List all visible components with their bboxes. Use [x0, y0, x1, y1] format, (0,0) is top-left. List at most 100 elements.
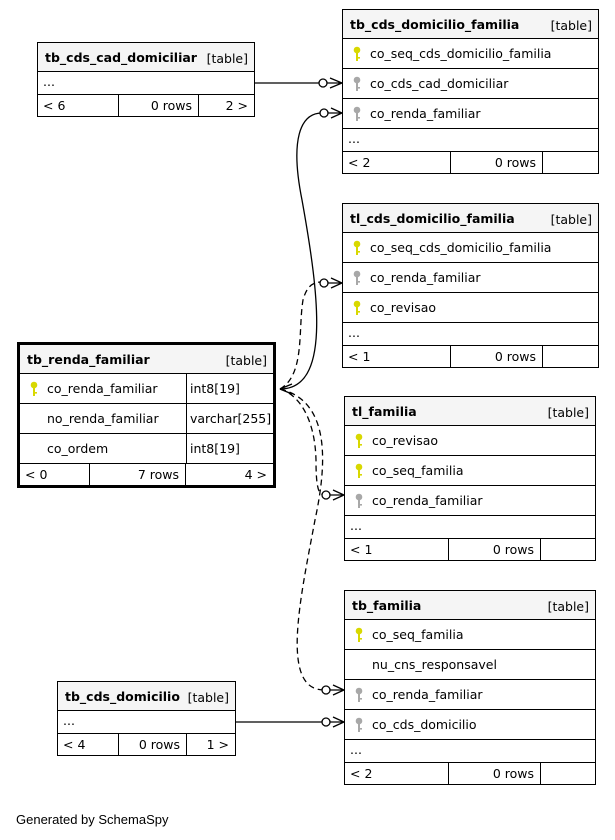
crowsfoot-marks — [279, 77, 346, 728]
column-type: int8[19] — [190, 381, 240, 396]
table-type: [table] — [547, 405, 589, 420]
foreign-key-icon — [355, 717, 363, 732]
table-renda-familiar[interactable]: tb_renda_familiar [table] co_renda_famil… — [17, 342, 276, 488]
parents-count[interactable]: < 1 — [348, 349, 371, 364]
primary-key-icon — [30, 381, 38, 396]
table-header: tb_renda_familiar [table] — [20, 345, 273, 374]
table-tl-domicilio-familia[interactable]: tl_cds_domicilio_familia [table] co_seq_… — [342, 203, 599, 368]
primary-key-icon — [353, 240, 361, 255]
generator-credit: Generated by SchemaSpy — [16, 812, 169, 827]
table-header: tl_cds_domicilio_familia [table] — [343, 204, 598, 233]
column-row[interactable]: co_seq_cds_domicilio_familia — [343, 233, 598, 263]
more-columns: ... — [345, 740, 595, 763]
row-count: 0 rows — [492, 766, 534, 781]
column-name: co_seq_cds_domicilio_familia — [370, 46, 552, 61]
column-divider — [186, 434, 187, 463]
link-renda-domicilio-familia — [279, 112, 323, 390]
column-row[interactable]: no_renda_familiar varchar[255] — [20, 404, 273, 434]
column-row[interactable]: co_cds_domicilio — [345, 710, 595, 740]
column-name: no_renda_familiar — [47, 411, 159, 426]
table-type: [table] — [225, 353, 267, 368]
column-name: co_renda_familiar — [370, 106, 481, 121]
column-name: co_renda_familiar — [370, 270, 481, 285]
table-footer: < 6 0 rows 2 > — [38, 95, 254, 116]
table-type: [table] — [550, 18, 592, 33]
table-header: tb_familia [table] — [345, 591, 595, 620]
table-footer: < 2 0 rows — [343, 152, 598, 173]
column-row[interactable]: co_seq_cds_domicilio_familia — [343, 39, 598, 69]
children-count[interactable]: 2 > — [225, 98, 248, 113]
column-divider — [186, 374, 187, 403]
column-divider — [186, 404, 187, 433]
parents-count[interactable]: < 2 — [350, 766, 373, 781]
column-row[interactable]: co_revisao — [345, 426, 595, 456]
table-name: tb_cds_domicilio — [65, 689, 180, 704]
row-count: 7 rows — [137, 467, 179, 482]
primary-key-icon — [355, 627, 363, 642]
primary-key-icon — [353, 300, 361, 315]
column-row[interactable]: co_seq_familia — [345, 456, 595, 486]
table-footer: < 1 0 rows — [345, 539, 595, 560]
more-columns: ... — [58, 711, 235, 734]
parents-count[interactable]: < 0 — [25, 467, 48, 482]
parents-count[interactable]: < 4 — [63, 737, 86, 752]
more-columns: ... — [345, 516, 595, 539]
column-name: co_renda_familiar — [372, 687, 483, 702]
column-name: co_ordem — [47, 441, 109, 456]
column-name: co_revisao — [372, 433, 439, 448]
table-header: tb_cds_cad_domiciliar [table] — [38, 43, 254, 72]
table-cds-domicilio[interactable]: tb_cds_domicilio [table] ... < 4 0 rows … — [57, 681, 236, 756]
row-count: 0 rows — [494, 155, 536, 170]
table-name: tb_renda_familiar — [27, 352, 150, 367]
table-header: tl_familia [table] — [345, 397, 595, 426]
row-count: 0 rows — [150, 98, 192, 113]
table-type: [table] — [187, 690, 229, 705]
more-columns: ... — [343, 129, 598, 152]
column-row[interactable]: co_renda_familiar — [343, 263, 598, 293]
table-name: tb_cds_domicilio_familia — [350, 17, 520, 32]
column-name: nu_cns_responsavel — [372, 657, 497, 672]
foreign-key-icon — [353, 76, 361, 91]
children-count[interactable]: 1 > — [206, 737, 229, 752]
table-type: [table] — [547, 599, 589, 614]
column-row[interactable]: co_renda_familiar int8[19] — [20, 374, 273, 404]
parents-count[interactable]: < 1 — [350, 542, 373, 557]
column-row[interactable]: co_revisao — [343, 293, 598, 323]
column-name: co_cds_domicilio — [372, 717, 477, 732]
column-name: co_seq_familia — [372, 627, 464, 642]
column-name: co_renda_familiar — [47, 381, 158, 396]
column-row[interactable]: co_renda_familiar — [345, 486, 595, 516]
foreign-key-icon — [353, 270, 361, 285]
column-row[interactable]: co_seq_familia — [345, 620, 595, 650]
column-name: co_seq_familia — [372, 463, 464, 478]
table-type: [table] — [550, 212, 592, 227]
table-footer: < 4 0 rows 1 > — [58, 734, 235, 755]
column-type: varchar[255] — [190, 411, 272, 426]
children-count[interactable]: 4 > — [244, 467, 267, 482]
table-familia[interactable]: tb_familia [table] co_seq_familia nu_cns… — [344, 590, 596, 785]
foreign-key-icon — [355, 687, 363, 702]
table-domicilio-familia[interactable]: tb_cds_domicilio_familia [table] co_seq_… — [342, 9, 599, 174]
column-row[interactable]: co_renda_familiar — [343, 99, 598, 129]
link-renda-tl-domicilio-familia — [279, 281, 323, 390]
table-type: [table] — [206, 51, 248, 66]
column-row[interactable]: nu_cns_responsavel — [345, 650, 595, 680]
row-count: 0 rows — [494, 349, 536, 364]
column-row[interactable]: co_renda_familiar — [345, 680, 595, 710]
table-tl-familia[interactable]: tl_familia [table] co_revisao co_seq_fam… — [344, 396, 596, 561]
column-name: co_seq_cds_domicilio_familia — [370, 240, 552, 255]
more-columns: ... — [343, 323, 598, 346]
table-footer: < 0 7 rows 4 > — [20, 464, 273, 485]
link-renda-tl-familia — [279, 388, 325, 496]
foreign-key-icon — [355, 493, 363, 508]
table-footer: < 1 0 rows — [343, 346, 598, 367]
column-row[interactable]: co_ordem int8[19] — [20, 434, 273, 464]
table-header: tb_cds_domicilio_familia [table] — [343, 10, 598, 39]
column-row[interactable]: co_cds_cad_domiciliar — [343, 69, 598, 99]
parents-count[interactable]: < 2 — [348, 155, 371, 170]
parents-count[interactable]: < 6 — [43, 98, 66, 113]
table-cad-domiciliar[interactable]: tb_cds_cad_domiciliar [table] ... < 6 0 … — [37, 42, 255, 117]
column-name: co_renda_familiar — [372, 493, 483, 508]
